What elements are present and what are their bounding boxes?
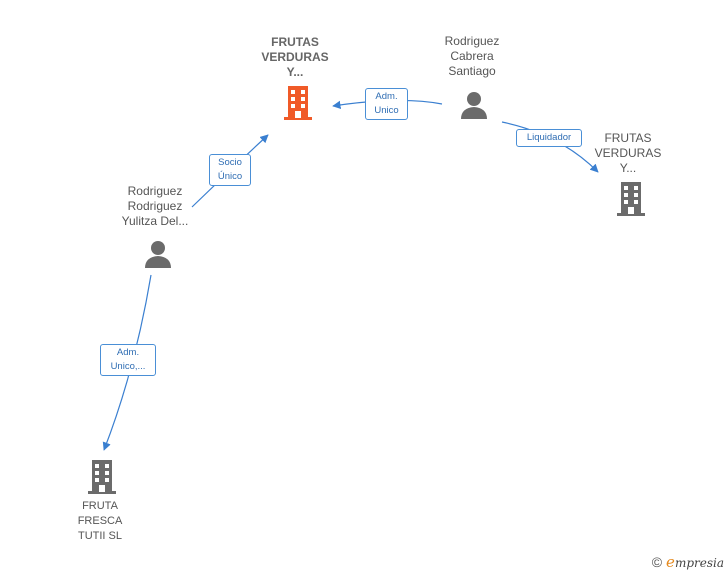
- edge-label-liquidador[interactable]: Liquidador: [516, 129, 582, 147]
- person-yulitza-label[interactable]: Rodriguez Rodriguez Yulitza Del...: [121, 184, 189, 228]
- building-icon[interactable]: [615, 182, 647, 216]
- building-icon[interactable]: [282, 86, 314, 120]
- company-right-label[interactable]: FRUTAS VERDURAS Y...: [594, 131, 662, 175]
- brand-name: mpresia: [674, 556, 724, 570]
- person-icon[interactable]: [459, 90, 489, 120]
- brand-initial: e: [666, 553, 675, 571]
- building-icon[interactable]: [86, 460, 118, 494]
- edge-label-adm-unico-2[interactable]: Adm. Unico,...: [100, 344, 156, 376]
- edge-label-socio-unico[interactable]: Socio Único: [209, 154, 251, 186]
- main-company-label[interactable]: FRUTAS VERDURAS Y...: [261, 35, 329, 79]
- brand-logo[interactable]: © empresia: [652, 553, 724, 571]
- copyright-symbol: ©: [651, 554, 663, 570]
- edge-label-adm-unico[interactable]: Adm. Unico: [365, 88, 408, 120]
- person-icon[interactable]: [143, 239, 173, 269]
- company-fresca-label[interactable]: FRUTA FRESCA TUTII SL: [77, 500, 123, 542]
- person-cabrera-label[interactable]: Rodriguez Cabrera Santiago: [444, 34, 500, 78]
